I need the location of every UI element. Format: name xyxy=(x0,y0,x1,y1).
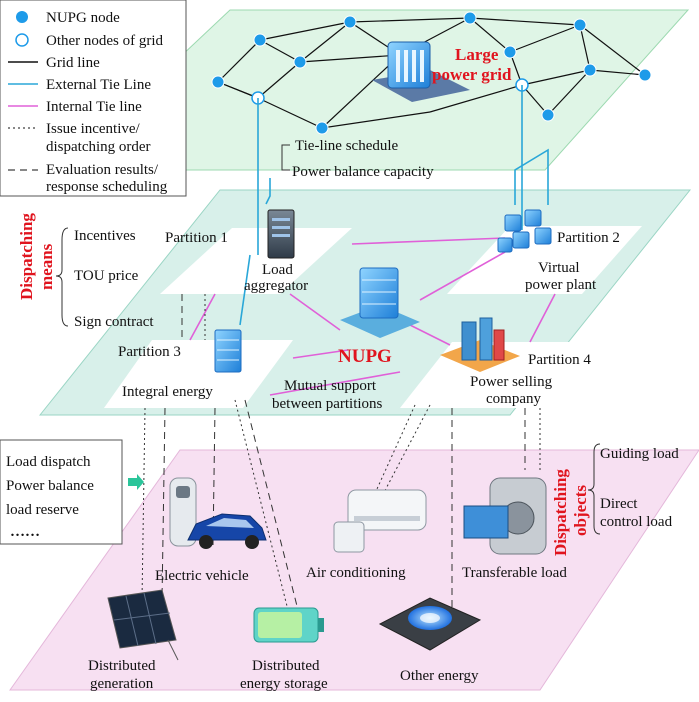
distributed-storage-label-1: Distributed xyxy=(252,658,320,674)
task-ellipsis: …… xyxy=(10,524,40,540)
mutual-support-label-2: between partitions xyxy=(272,396,383,412)
gas-stove-icon xyxy=(378,597,482,651)
power-selling-company-icon xyxy=(440,317,520,372)
legend-internal-tie: Internal Tie line xyxy=(46,99,142,115)
dispatching-means-title-1: Dispatching xyxy=(17,213,36,300)
large-power-grid-title-1: Large xyxy=(455,45,499,64)
large-power-grid-title-2: power grid xyxy=(432,65,512,84)
legend: NUPG node Other nodes of grid Grid line … xyxy=(0,0,187,197)
power-selling-company-label-1: Power selling xyxy=(470,374,553,390)
means-brace xyxy=(55,227,69,327)
nupg-label: NUPG xyxy=(338,346,392,367)
legend-issue-incentive-2: dispatching order xyxy=(46,139,151,155)
transferable-load-label: Transferable load xyxy=(462,565,567,581)
task-load-reserve: load reserve xyxy=(6,502,79,518)
legend-other-nodes: Other nodes of grid xyxy=(46,33,164,49)
solar-panel-icon xyxy=(107,589,179,661)
electric-vehicle-icon xyxy=(187,513,267,549)
distributed-generation-label-1: Distributed xyxy=(88,658,156,674)
mutual-support-label-1: Mutual support xyxy=(284,378,377,394)
large-power-grid-icon xyxy=(372,41,470,102)
means-incentives: Incentives xyxy=(74,228,136,244)
legend-nupg-node-icon xyxy=(16,11,28,23)
distributed-generation-label-2: generation xyxy=(90,676,154,692)
partition-2-label: Partition 2 xyxy=(557,230,620,246)
tie-line-schedule-label: Tie-line schedule xyxy=(295,138,399,154)
partition-4-area xyxy=(400,342,592,408)
task-load-dispatch: Load dispatch xyxy=(6,454,91,470)
load-aggregator-label-1: Load xyxy=(262,262,293,278)
partition-1-area xyxy=(160,228,352,294)
partition-4-label: Partition 4 xyxy=(528,352,591,368)
partition-2-area xyxy=(447,226,642,294)
external-tie-lines xyxy=(239,85,549,326)
transferable-load-icon xyxy=(463,477,547,555)
objects-brace xyxy=(587,443,601,535)
direct-control-label-1: Direct xyxy=(600,496,638,512)
tasks-arrow-icon xyxy=(128,474,144,490)
partition-3-label: Partition 3 xyxy=(118,344,181,360)
legend-nupg-node: NUPG node xyxy=(46,10,120,26)
legend-evaluation-2: response scheduling xyxy=(46,179,168,195)
virtual-power-plant-label-2: power plant xyxy=(525,277,597,293)
air-conditioner-icon xyxy=(333,489,427,553)
battery-icon xyxy=(253,607,324,643)
legend-evaluation-1: Evaluation results/ xyxy=(46,162,159,178)
legend-grid-line: Grid line xyxy=(46,55,100,71)
task-power-balance: Power balance xyxy=(6,478,94,494)
means-sign-contract: Sign contract xyxy=(74,314,154,330)
integral-energy-icon xyxy=(214,329,242,373)
air-conditioning-label: Air conditioning xyxy=(306,565,406,581)
load-aggregator-label-2: aggregator xyxy=(244,278,308,294)
legend-other-node-icon xyxy=(15,33,29,47)
dispatching-objects-title-2: objects xyxy=(571,485,590,536)
electric-vehicle-label: Electric vehicle xyxy=(155,568,249,584)
legend-issue-incentive-1: Issue incentive/ xyxy=(46,121,141,137)
distributed-storage-label-2: energy storage xyxy=(240,676,328,692)
guiding-load-label: Guiding load xyxy=(600,446,679,462)
dispatching-means-title-2: means xyxy=(37,243,56,290)
legend-external-tie: External Tie Line xyxy=(46,77,151,93)
dispatching-objects-title-1: Dispatching xyxy=(551,469,570,556)
means-tou-price: TOU price xyxy=(74,268,139,284)
incentive-dotted-lines xyxy=(141,294,541,611)
power-balance-capacity-label: Power balance capacity xyxy=(292,164,434,180)
charging-station-icon xyxy=(169,477,197,547)
integral-energy-label: Integral energy xyxy=(122,384,213,400)
virtual-power-plant-label-1: Virtual xyxy=(538,260,580,276)
dispatch-tasks-box xyxy=(0,439,123,545)
virtual-power-plant-icon xyxy=(497,209,552,253)
direct-control-label-2: control load xyxy=(600,514,673,530)
partition-3-area xyxy=(104,340,293,408)
power-selling-company-label-2: company xyxy=(486,391,541,407)
other-energy-label: Other energy xyxy=(400,668,479,684)
nupg-server-icon xyxy=(340,267,420,338)
nupg-nodes xyxy=(211,11,652,135)
load-aggregator-icon xyxy=(267,209,295,259)
tie-line-callout xyxy=(281,144,290,171)
partition-1-label: Partition 1 xyxy=(165,230,228,246)
